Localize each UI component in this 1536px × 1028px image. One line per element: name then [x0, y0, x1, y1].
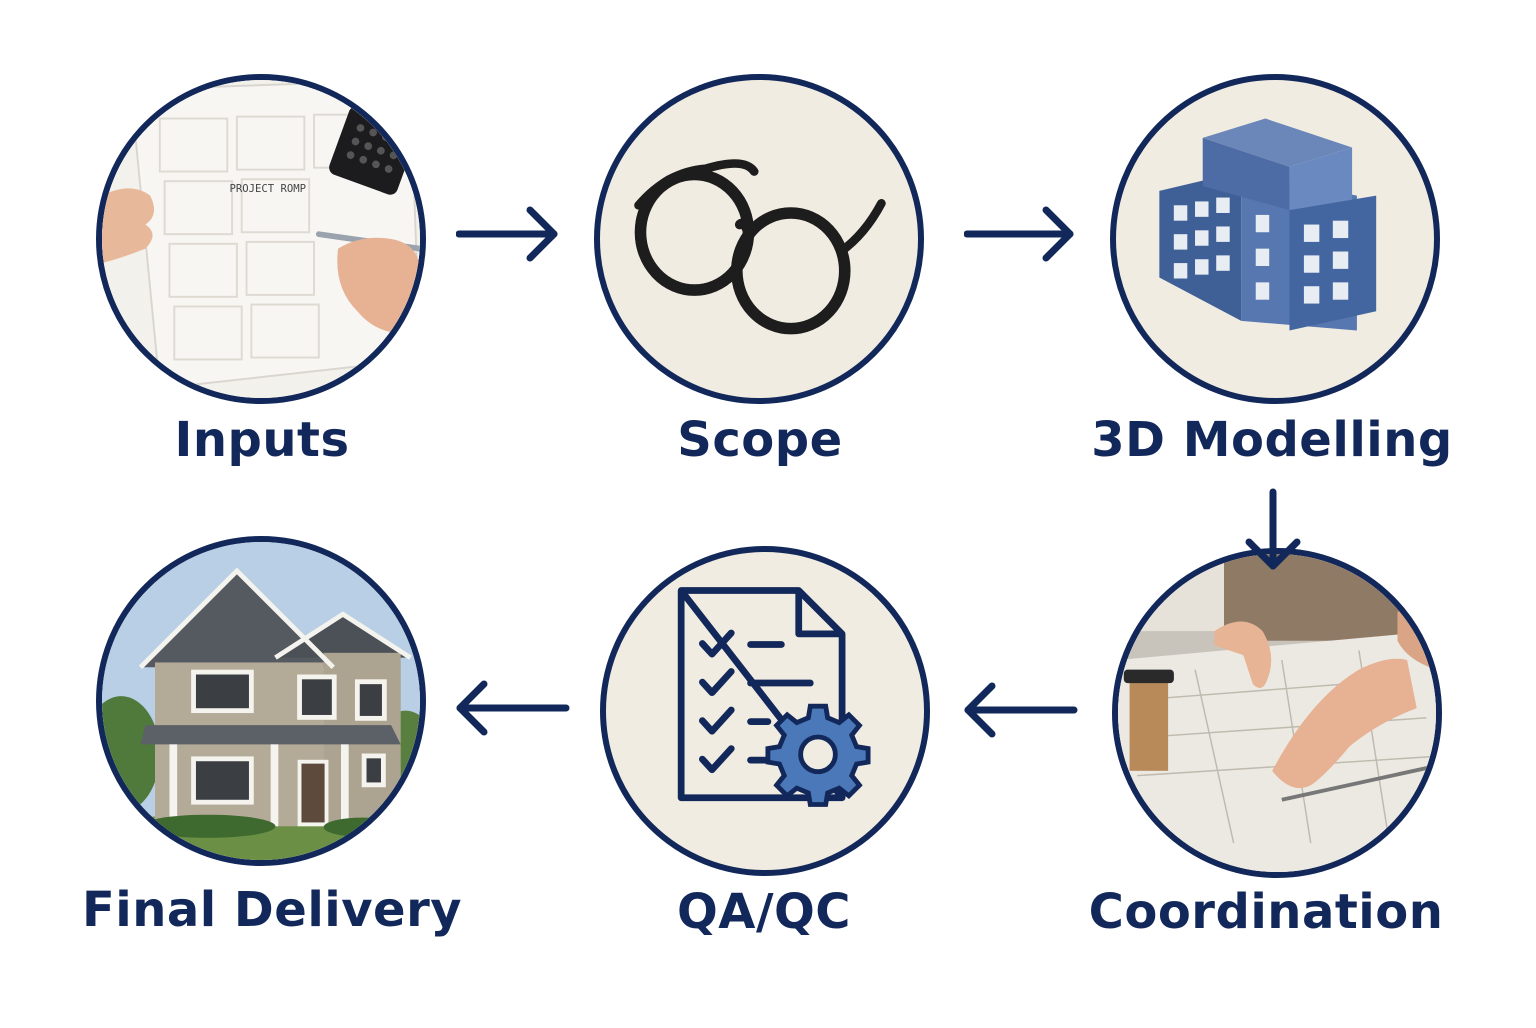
checklist-gear-icon	[677, 587, 871, 807]
paper-text: PROJECT ROMP	[229, 183, 306, 195]
step-final-delivery-label: Final Delivery	[81, 882, 463, 938]
arrow-right-icon	[964, 206, 1074, 262]
arrow-left-icon	[456, 680, 570, 736]
step-scope-circle	[594, 74, 924, 404]
step-qa-qc-circle	[600, 546, 930, 876]
step-coordination-circle	[1112, 548, 1442, 878]
eyeglasses-icon	[634, 159, 886, 335]
building-model-icon	[1159, 118, 1377, 331]
arrow-down-icon	[1245, 488, 1301, 570]
step-final-delivery-circle	[96, 536, 426, 866]
step-qa-qc-label: QA/QC	[676, 884, 851, 940]
arrow-right-icon	[456, 206, 558, 262]
house-photo-icon	[102, 542, 420, 860]
hands-on-plans-icon	[1118, 554, 1436, 872]
step-inputs-circle: PROJECT ROMP	[96, 74, 426, 404]
step-scope-label: Scope	[677, 412, 843, 468]
step-coordination-label: Coordination	[1088, 884, 1444, 940]
step-3d-modelling-label: 3D Modelling	[1091, 412, 1453, 468]
drawing-sheet-with-hands-icon: PROJECT ROMP	[102, 80, 420, 398]
step-inputs-label: Inputs	[174, 412, 350, 468]
step-3d-modelling-circle	[1110, 74, 1440, 404]
arrow-left-icon	[964, 682, 1078, 738]
